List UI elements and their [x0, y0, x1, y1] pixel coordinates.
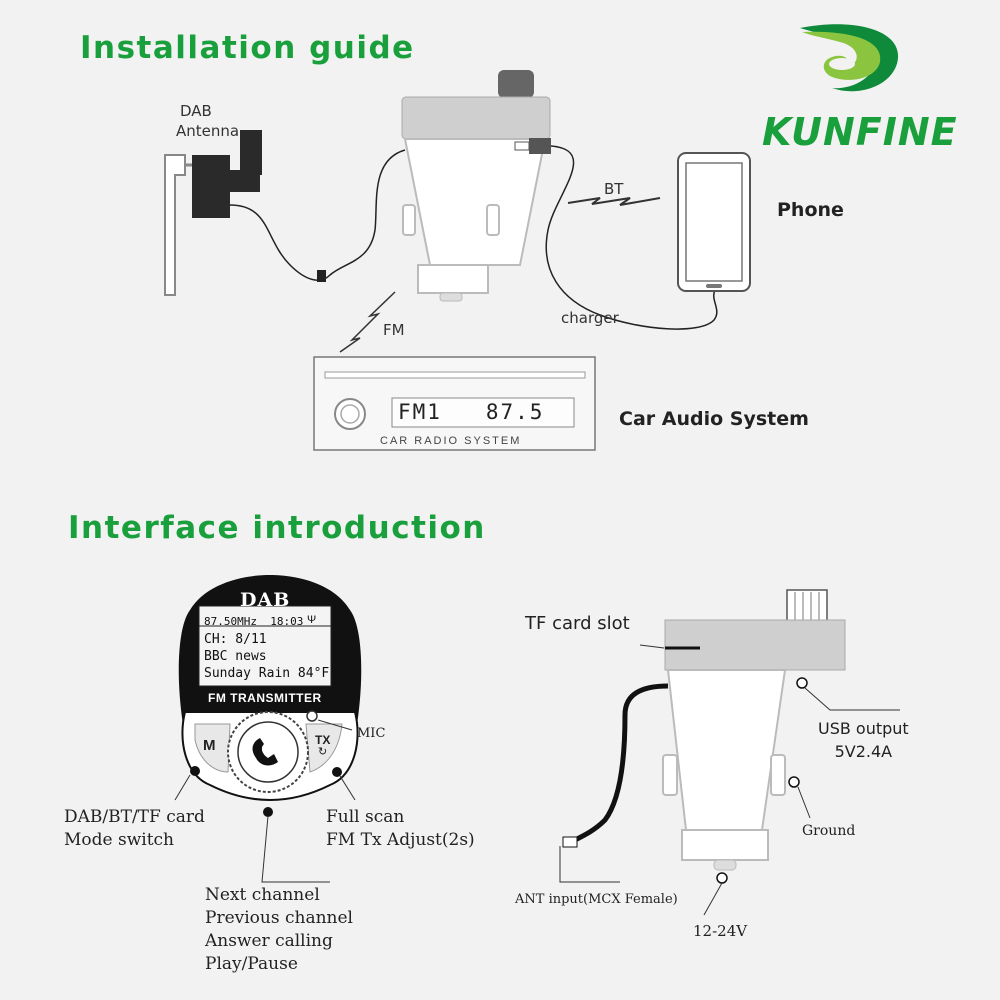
kunfine-swirl-logo-icon [800, 24, 899, 92]
fm-label: FM [383, 321, 405, 339]
screen-line-weather: Sunday Rain 84°F [204, 666, 330, 681]
charger-label: charger [561, 309, 619, 327]
brand-name: KUNFINE [762, 110, 958, 154]
device-side-illustration [562, 589, 846, 871]
usb-output-label: USB output 5V2.4A [818, 719, 909, 761]
device-brand-label: DAB [240, 589, 291, 611]
installation-title: Installation guide [80, 30, 415, 66]
voltage-label: 12-24V [693, 922, 748, 940]
radio-display: FM1 87.5 [398, 400, 545, 424]
installation-illustration [164, 70, 751, 451]
mcx-connector-icon [317, 270, 326, 282]
dab-antenna-label: DAB Antenna [176, 102, 240, 140]
car-radio-icon [313, 356, 596, 451]
full-scan-label: Full scan FM Tx Adjust(2s) [326, 807, 475, 850]
ground-label: Ground [802, 823, 856, 839]
mode-switch-label: DAB/BT/TF card Mode switch [64, 807, 205, 850]
mcx-plug-icon [562, 836, 578, 848]
phone-label: Phone [777, 199, 844, 221]
antenna-signal-icon: Ψ [307, 614, 317, 626]
fm-transmitter-device [401, 70, 551, 302]
bt-label: BT [604, 180, 624, 198]
dab-antenna-icon [192, 130, 262, 218]
tf-card-slot-label: TF card slot [525, 613, 630, 634]
screen-line-station: BBC news [204, 649, 267, 664]
mic-label: MIC [357, 726, 386, 741]
device-front-illustration [174, 575, 900, 916]
phone-handset-icon [252, 738, 278, 766]
interface-title: Interface introduction [68, 510, 486, 546]
car-audio-label: Car Audio System [619, 408, 809, 430]
radio-caption: CAR RADIO SYSTEM [380, 435, 522, 447]
screen-line-channel: CH: 8/11 [204, 632, 267, 647]
screen-line-frequency: 87.50MHz 18:03 [204, 615, 304, 628]
band-label: FM TRANSMITTER [208, 691, 322, 705]
fm-signal-icon [339, 291, 396, 353]
bt-signal-icon [567, 197, 661, 206]
phone-icon [677, 152, 751, 292]
tx-scan-icon: ↻ [318, 746, 328, 758]
mode-button[interactable]: M [203, 737, 216, 754]
center-button-label: Next channel Previous channel Answer cal… [205, 885, 353, 974]
tx-button[interactable]: TX [315, 733, 331, 747]
ant-input-label: ANT input(MCX Female) [515, 892, 678, 907]
mic-hole-icon [306, 710, 318, 722]
